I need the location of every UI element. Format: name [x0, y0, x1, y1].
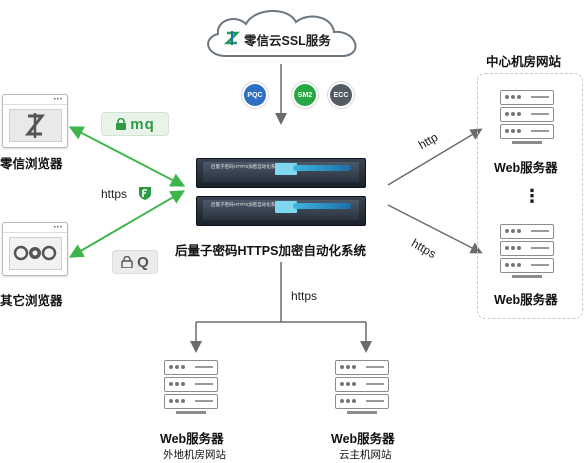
- ellipsis: ⋮: [523, 186, 541, 206]
- system-to-datacenter-https-line: [387, 204, 483, 254]
- system-appliance-unit-bottom: 后量子密码HTTPS加密自动化系统: [196, 196, 366, 226]
- lock-icon: [116, 118, 127, 130]
- zero-browser-window: •••: [2, 94, 68, 148]
- remote-web-server-label: Web服务器: [160, 432, 224, 446]
- remote-web-server-icon: [164, 360, 218, 414]
- mq-tag: mq: [101, 112, 169, 136]
- https-left-label: https: [101, 187, 128, 201]
- system-appliance-unit-top: 后量子密码HTTPS加密自动化系统: [196, 158, 366, 188]
- dc-web-server-top-label: Web服务器: [494, 161, 558, 175]
- cloud-host-web-server-icon: [335, 360, 389, 414]
- cloud-shape-icon: [207, 9, 357, 57]
- sm2-badge: SM2: [294, 84, 316, 106]
- zero-browser-label: 零信浏览器: [0, 157, 63, 171]
- datacenter-title: 中心机房网站: [486, 55, 562, 69]
- system-to-datacenter-http-line: [387, 128, 483, 186]
- lock-icon: [121, 256, 133, 268]
- https-down-label: https: [291, 289, 318, 303]
- cloud-host-web-server-label: Web服务器: [331, 432, 395, 446]
- cloud-label: 零信云SSL服务: [244, 34, 331, 48]
- system-label: 后量子密码HTTPS加密自动化系统: [175, 244, 366, 258]
- pqc-badge: PQC: [244, 84, 266, 106]
- other-browser-label: 其它浏览器: [0, 294, 63, 308]
- zeroxin-logo-icon: [223, 30, 241, 51]
- zero-browser-logo-icon: [9, 109, 62, 142]
- q-tag: Q: [112, 250, 158, 274]
- other-browser-window: •••: [2, 222, 68, 276]
- dc-web-server-top-icon: [500, 90, 554, 144]
- f-shield-icon: [138, 185, 152, 201]
- ssl-cloud: [196, 4, 372, 64]
- dc-web-server-bottom-label: Web服务器: [494, 293, 558, 307]
- cloud-host-web-server-sub: 云主机网站: [339, 449, 392, 461]
- ecc-badge: ECC: [330, 84, 352, 106]
- dc-web-server-bottom-icon: [500, 224, 554, 278]
- browser-logos-icon: [9, 237, 62, 270]
- datacenter-group: [477, 73, 583, 319]
- remote-web-server-sub: 外地机房网站: [163, 449, 226, 461]
